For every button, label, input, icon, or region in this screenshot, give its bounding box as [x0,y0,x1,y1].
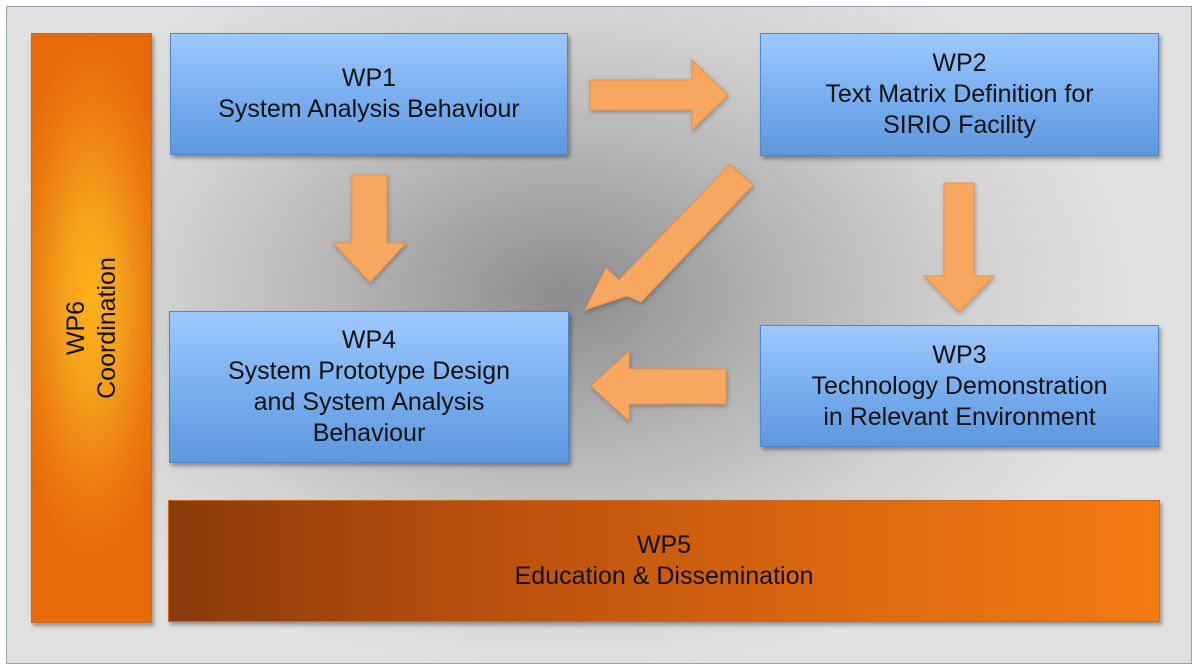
wp5-box: WP5 Education & Dissemination [168,500,1160,622]
wp5-subtitle-line-1: Education & Dissemination [514,562,814,590]
wp4-box: WP4 System Prototype Design and System A… [169,311,569,463]
wp6-box: WP6 Coordination [31,33,152,623]
wp1-title: WP1 [341,64,397,92]
wp1-subtitle-line-1: System Analysis Behaviour [218,95,520,123]
wp3-subtitle-line-2: in Relevant Environment [823,402,1096,431]
wp3-subtitle-line-1: Technology Demonstration [811,371,1108,400]
wp6-subtitle-line-1: Coordination [92,257,121,399]
wp4-subtitle-line-3: Behaviour [312,419,426,447]
wp6-label: WP6 Coordination [61,178,123,478]
wp4-subtitle-line-2: and System Analysis [253,388,485,416]
wp3-title: WP3 [932,340,987,369]
wp4-title: WP4 [341,326,397,354]
wp3-box: WP3 Technology Demonstration in Relevant… [760,325,1159,447]
wp2-subtitle-line-2: SIRIO Facility [883,111,1036,139]
wp2-title: WP2 [932,49,987,77]
wp5-title: WP5 [636,531,692,559]
wp4-subtitle-line-1: System Prototype Design [227,357,511,385]
wp2-box: WP2 Text Matrix Definition for SIRIO Fac… [760,33,1159,156]
wp1-box: WP1 System Analysis Behaviour [170,33,568,155]
wp2-subtitle-line-1: Text Matrix Definition for [825,80,1094,108]
wp6-title: WP6 [61,300,90,356]
